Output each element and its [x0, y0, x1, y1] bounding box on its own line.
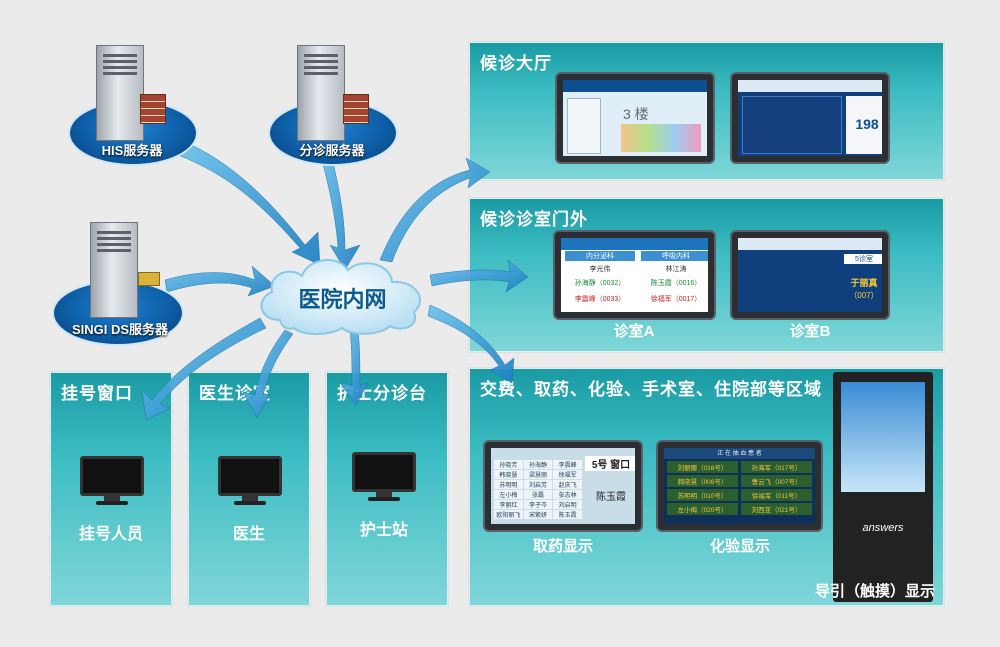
hall-screen-right: 198 [730, 72, 890, 164]
registration-monitor-icon [80, 456, 144, 506]
pharmacy-name: 苏明明 [494, 480, 523, 489]
lab-cell-right: 徐福军（011号） [741, 489, 812, 501]
arrow-areas [427, 304, 515, 384]
guide-kiosk: answers [833, 372, 933, 602]
doctor-monitor-icon [218, 456, 282, 506]
hall-screen-left: 3 楼 [555, 72, 715, 164]
room-a-display: 内分泌科 呼吸内科 李光伟 林江涛 孙海静（0032） 陈玉霞（0016） 李震… [561, 238, 708, 312]
lab-row: 刘丽娜（016号）孙海军（017号） [667, 461, 812, 473]
lab-cell-right: 曹云飞（007号） [741, 475, 812, 487]
pharmacy-patient: 陈玉霞 [596, 492, 626, 503]
pharmacy-name: 李丽红 [494, 500, 523, 509]
lab-row: 左小梅（020号）刘西亚（021号） [667, 503, 812, 515]
hall-screen-right-display: 198 [738, 80, 882, 156]
pharmacy-name: 左小梅 [494, 490, 523, 499]
pharmacy-name: 张志林 [553, 490, 582, 499]
other-areas-title: 交费、取药、化验、手术室、住院部等区域 [480, 380, 822, 399]
pharmacy-name: 陈玉霞 [553, 510, 582, 519]
his-firewall-icon [140, 94, 166, 124]
room-a-right-current: 陈玉霞（0016） [650, 280, 702, 287]
pharmacy-name: 徐福军 [553, 470, 582, 479]
arrow-registration [141, 317, 267, 421]
triage-server-icon [297, 45, 345, 141]
kiosk-screen [841, 382, 925, 492]
pharmacy-name: 刘启明 [553, 500, 582, 509]
doctor-label: 医生 [232, 526, 265, 543]
pharmacy-name: 李子岑 [523, 500, 553, 509]
lab-cell-left: 刘丽娜（016号） [667, 461, 738, 473]
clinic-door-title: 候诊诊室门外 [480, 210, 588, 229]
lab-cell-right: 孙海军（017号） [741, 461, 812, 473]
pharmacy-name: 欧阳丽飞 [494, 510, 523, 519]
room-b-label: 诊室B [789, 323, 831, 340]
lab-cell-left: 韩晓慧（006号） [667, 475, 738, 487]
arrow-his [177, 139, 321, 266]
lab-screen: 正 在 抽 血 患 者 刘丽娜（016号）孙海军（017号）韩晓慧（006号）曹… [656, 440, 823, 532]
pharmacy-name: 李震峰 [553, 460, 582, 469]
nurse-station-label: 护士站 [359, 522, 408, 539]
room-b-number: （007） [849, 291, 879, 300]
pharmacy-name: 宋紫妍 [523, 510, 553, 519]
arrow-singi [164, 265, 276, 297]
arrow-hall [379, 157, 491, 263]
cloud-icon [260, 258, 421, 335]
room-b-room: 5诊室 [844, 254, 882, 264]
lab-cell-right: 刘西亚（021号） [741, 503, 812, 515]
pharmacy-name: 张磊 [523, 490, 553, 499]
registration-title: 挂号窗口 [61, 384, 133, 403]
singi-server-label: SINGI DS服务器 [71, 322, 169, 337]
pharmacy-name: 赵庆飞 [553, 480, 582, 489]
lab-label: 化验显示 [709, 538, 770, 555]
arrow-nurse [339, 329, 369, 406]
lab-rows: 刘丽娜（016号）孙海军（017号）韩晓慧（006号）曹云飞（007号）苏明明（… [667, 461, 812, 517]
room-a-label: 诊室A [613, 323, 655, 340]
arrow-door [429, 259, 529, 293]
room-a-left-current: 孙海静（0032） [574, 280, 626, 287]
hall-number-label: 198 [855, 116, 879, 132]
pharmacy-name: 孙晓芳 [494, 460, 523, 469]
room-b-display: 5诊室 于丽真 （007） [738, 238, 882, 312]
hall-screen-left-display: 3 楼 [563, 80, 707, 156]
hospital-intranet-cloud: 医院内网 [250, 248, 435, 338]
pharmacy-name: 韩晓慧 [494, 470, 523, 479]
pharmacy-display: 孙晓芳孙海静李震峰韩晓慧梁慧丽徐福军苏明明刘启芳赵庆飞左小梅张磊张志林李丽红李子… [491, 448, 635, 524]
cloud-label: 医院内网 [298, 287, 387, 312]
singi-server-icon [90, 222, 138, 318]
room-a-screen: 内分泌科 呼吸内科 李光伟 林江涛 孙海静（0032） 陈玉霞（0016） 李震… [553, 230, 716, 320]
kiosk-brand: answers [862, 522, 904, 534]
lab-cell-left: 左小梅（020号） [667, 503, 738, 515]
lab-row: 苏明明（010号）徐福军（011号） [667, 489, 812, 501]
pharmacy-window: 5号 窗口 [585, 456, 635, 471]
pharmacy-screen: 孙晓芳孙海静李震峰韩晓慧梁慧丽徐福军苏明明刘启芳赵庆飞左小梅张磊张志林李丽红李子… [483, 440, 643, 532]
room-a-dept-right: 呼吸内科 [641, 251, 708, 261]
room-b-screen: 5诊室 于丽真 （007） [730, 230, 890, 320]
pharmacy-name: 梁慧丽 [523, 470, 553, 479]
room-a-right-doctor: 林江涛 [665, 266, 687, 273]
triage-server-label: 分诊服务器 [299, 143, 365, 158]
room-a-left-doctor: 李光伟 [589, 266, 611, 273]
guide-label: 导引（触摸）显示 [814, 583, 935, 600]
lab-header: 正 在 抽 血 患 者 [664, 448, 815, 459]
his-server-icon [96, 45, 144, 141]
hall-floor-label: 3 楼 [623, 106, 649, 122]
nurse-monitor-icon [352, 452, 416, 502]
registration-staff-label: 挂号人员 [78, 526, 143, 543]
room-b-patient: 于丽真 [850, 278, 878, 288]
pharmacy-label: 取药显示 [532, 538, 593, 555]
lab-row: 韩晓慧（006号）曹云飞（007号） [667, 475, 812, 487]
his-server-label: HIS服务器 [101, 143, 163, 158]
lab-display: 正 在 抽 血 患 者 刘丽娜（016号）孙海军（017号）韩晓慧（006号）曹… [664, 448, 815, 524]
pharmacy-name-list: 孙晓芳孙海静李震峰韩晓慧梁慧丽徐福军苏明明刘启芳赵庆飞左小梅张磊张志林李丽红李子… [494, 460, 582, 519]
room-a-right-next: 徐福军（0017） [650, 296, 702, 303]
arrow-doctor [242, 329, 294, 419]
lab-cell-left: 苏明明（010号） [667, 489, 738, 501]
pharmacy-name: 孙海静 [523, 460, 553, 469]
singi-connector-icon [138, 272, 160, 286]
room-a-left-next: 李震峰（0033） [574, 296, 626, 303]
pharmacy-name: 刘启芳 [523, 480, 553, 489]
waiting-hall-title: 候诊大厅 [480, 54, 552, 73]
triage-firewall-icon [343, 94, 369, 124]
room-a-dept-left: 内分泌科 [565, 251, 635, 261]
